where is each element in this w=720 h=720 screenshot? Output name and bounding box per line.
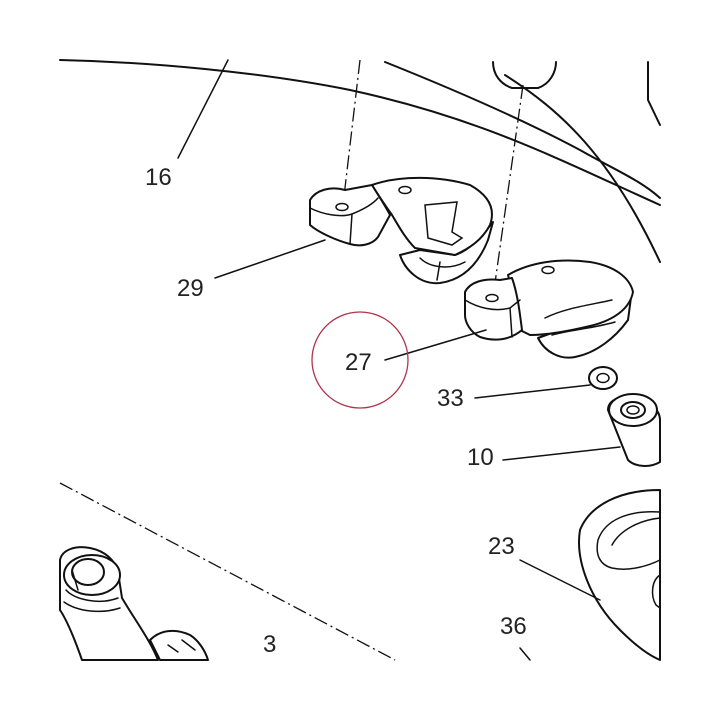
callout-27: 27 [345, 349, 372, 376]
callout-16: 16 [145, 164, 172, 191]
bushing-part-10 [607, 393, 661, 467]
callout-33: 33 [437, 385, 464, 412]
washer-part-33 [588, 366, 618, 390]
leader-lines [177, 59, 621, 661]
highlight-circle [311, 311, 409, 409]
housing-outline [59, 59, 661, 263]
shaft-part-3 [59, 546, 209, 661]
clip-part-27 [464, 259, 634, 359]
callout-36: 36 [500, 613, 527, 640]
callout-23: 23 [488, 533, 515, 560]
callout-10: 10 [467, 444, 494, 471]
callout-3: 3 [263, 631, 276, 658]
clip-part-29 [309, 176, 494, 285]
center-lines [59, 59, 524, 661]
callout-29: 29 [177, 275, 204, 302]
housing-part-23 [578, 489, 661, 661]
